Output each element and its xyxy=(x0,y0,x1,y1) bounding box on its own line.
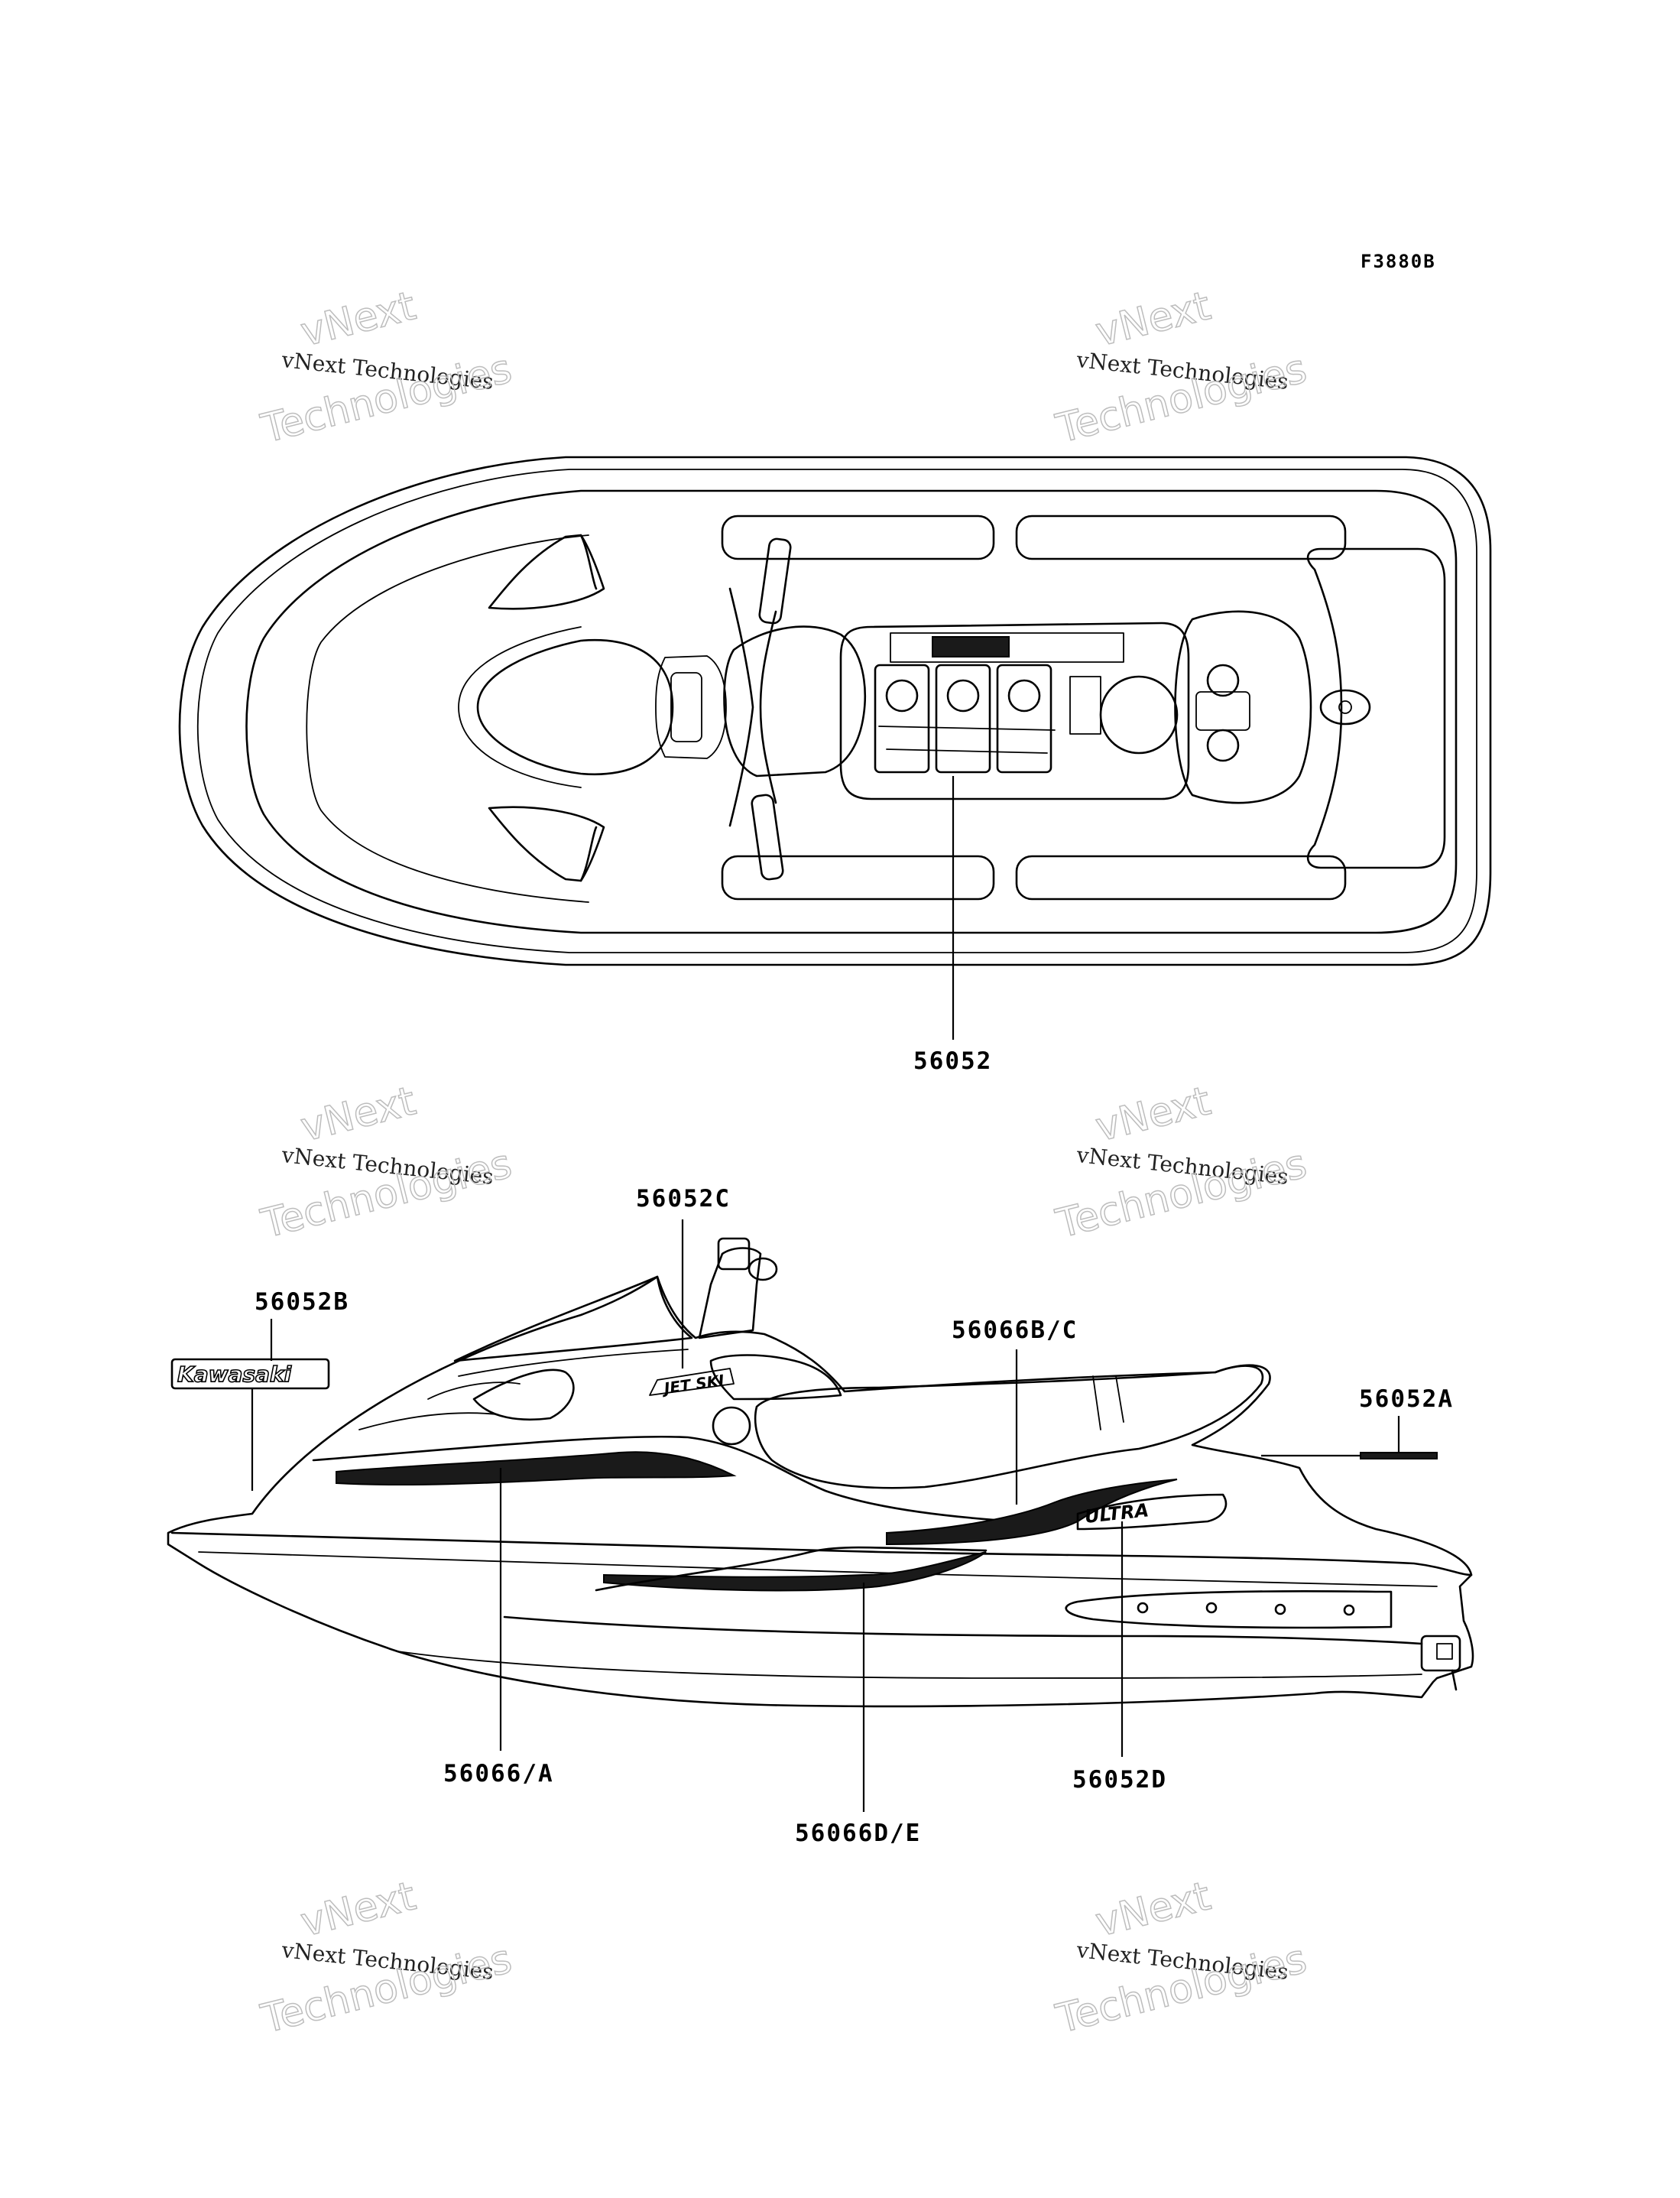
callout-56066BC[interactable]: 56066B/C xyxy=(952,1317,1078,1344)
svg-text:vNext: vNext xyxy=(297,283,420,356)
side-view-illustration: JET SKI ULTRA xyxy=(167,1237,1474,1708)
callout-56052B[interactable]: 56052B xyxy=(255,1288,349,1316)
callout-56052D[interactable]: 56052D xyxy=(1072,1766,1167,1794)
callouts-side: 56052C 56052B 56066B/C 56052A 56066/A 56… xyxy=(251,1185,1454,1847)
callout-56052C[interactable]: 56052C xyxy=(636,1185,731,1213)
watermark: vNext vNext Technologies Technologies xyxy=(1051,1078,1312,1248)
jetski-decal: JET SKI xyxy=(660,1371,725,1398)
watermark: vNext vNext Technologies Technologies xyxy=(256,283,517,453)
watermark: vNext vNext Technologies Technologies xyxy=(1051,283,1312,453)
svg-text:vNext: vNext xyxy=(297,1873,420,1946)
watermark: vNext vNext Technologies Technologies xyxy=(256,1078,517,1248)
svg-text:vNext: vNext xyxy=(1091,1078,1215,1151)
callout-56066DE[interactable]: 56066D/E xyxy=(795,1820,921,1847)
callout-56052A[interactable]: 56052A xyxy=(1359,1385,1454,1413)
figure-id: F3880B xyxy=(1361,251,1436,272)
top-view-illustration xyxy=(178,456,1492,966)
watermark: vNext vNext Technologies Technologies xyxy=(256,1873,517,2044)
svg-text:vNext: vNext xyxy=(1091,1873,1215,1946)
svg-text:Kawasaki: Kawasaki xyxy=(177,1362,292,1387)
kawasaki-decal: Kawasaki xyxy=(170,1358,330,1390)
callout-56052[interactable]: 56052 xyxy=(913,1047,992,1075)
sticker-56052A xyxy=(1360,1452,1438,1459)
svg-text:vNext: vNext xyxy=(1091,283,1215,356)
watermark: vNext vNext Technologies Technologies xyxy=(1051,1873,1312,2044)
svg-text:vNext: vNext xyxy=(297,1078,420,1151)
callout-56066A[interactable]: 56066/A xyxy=(443,1760,554,1787)
